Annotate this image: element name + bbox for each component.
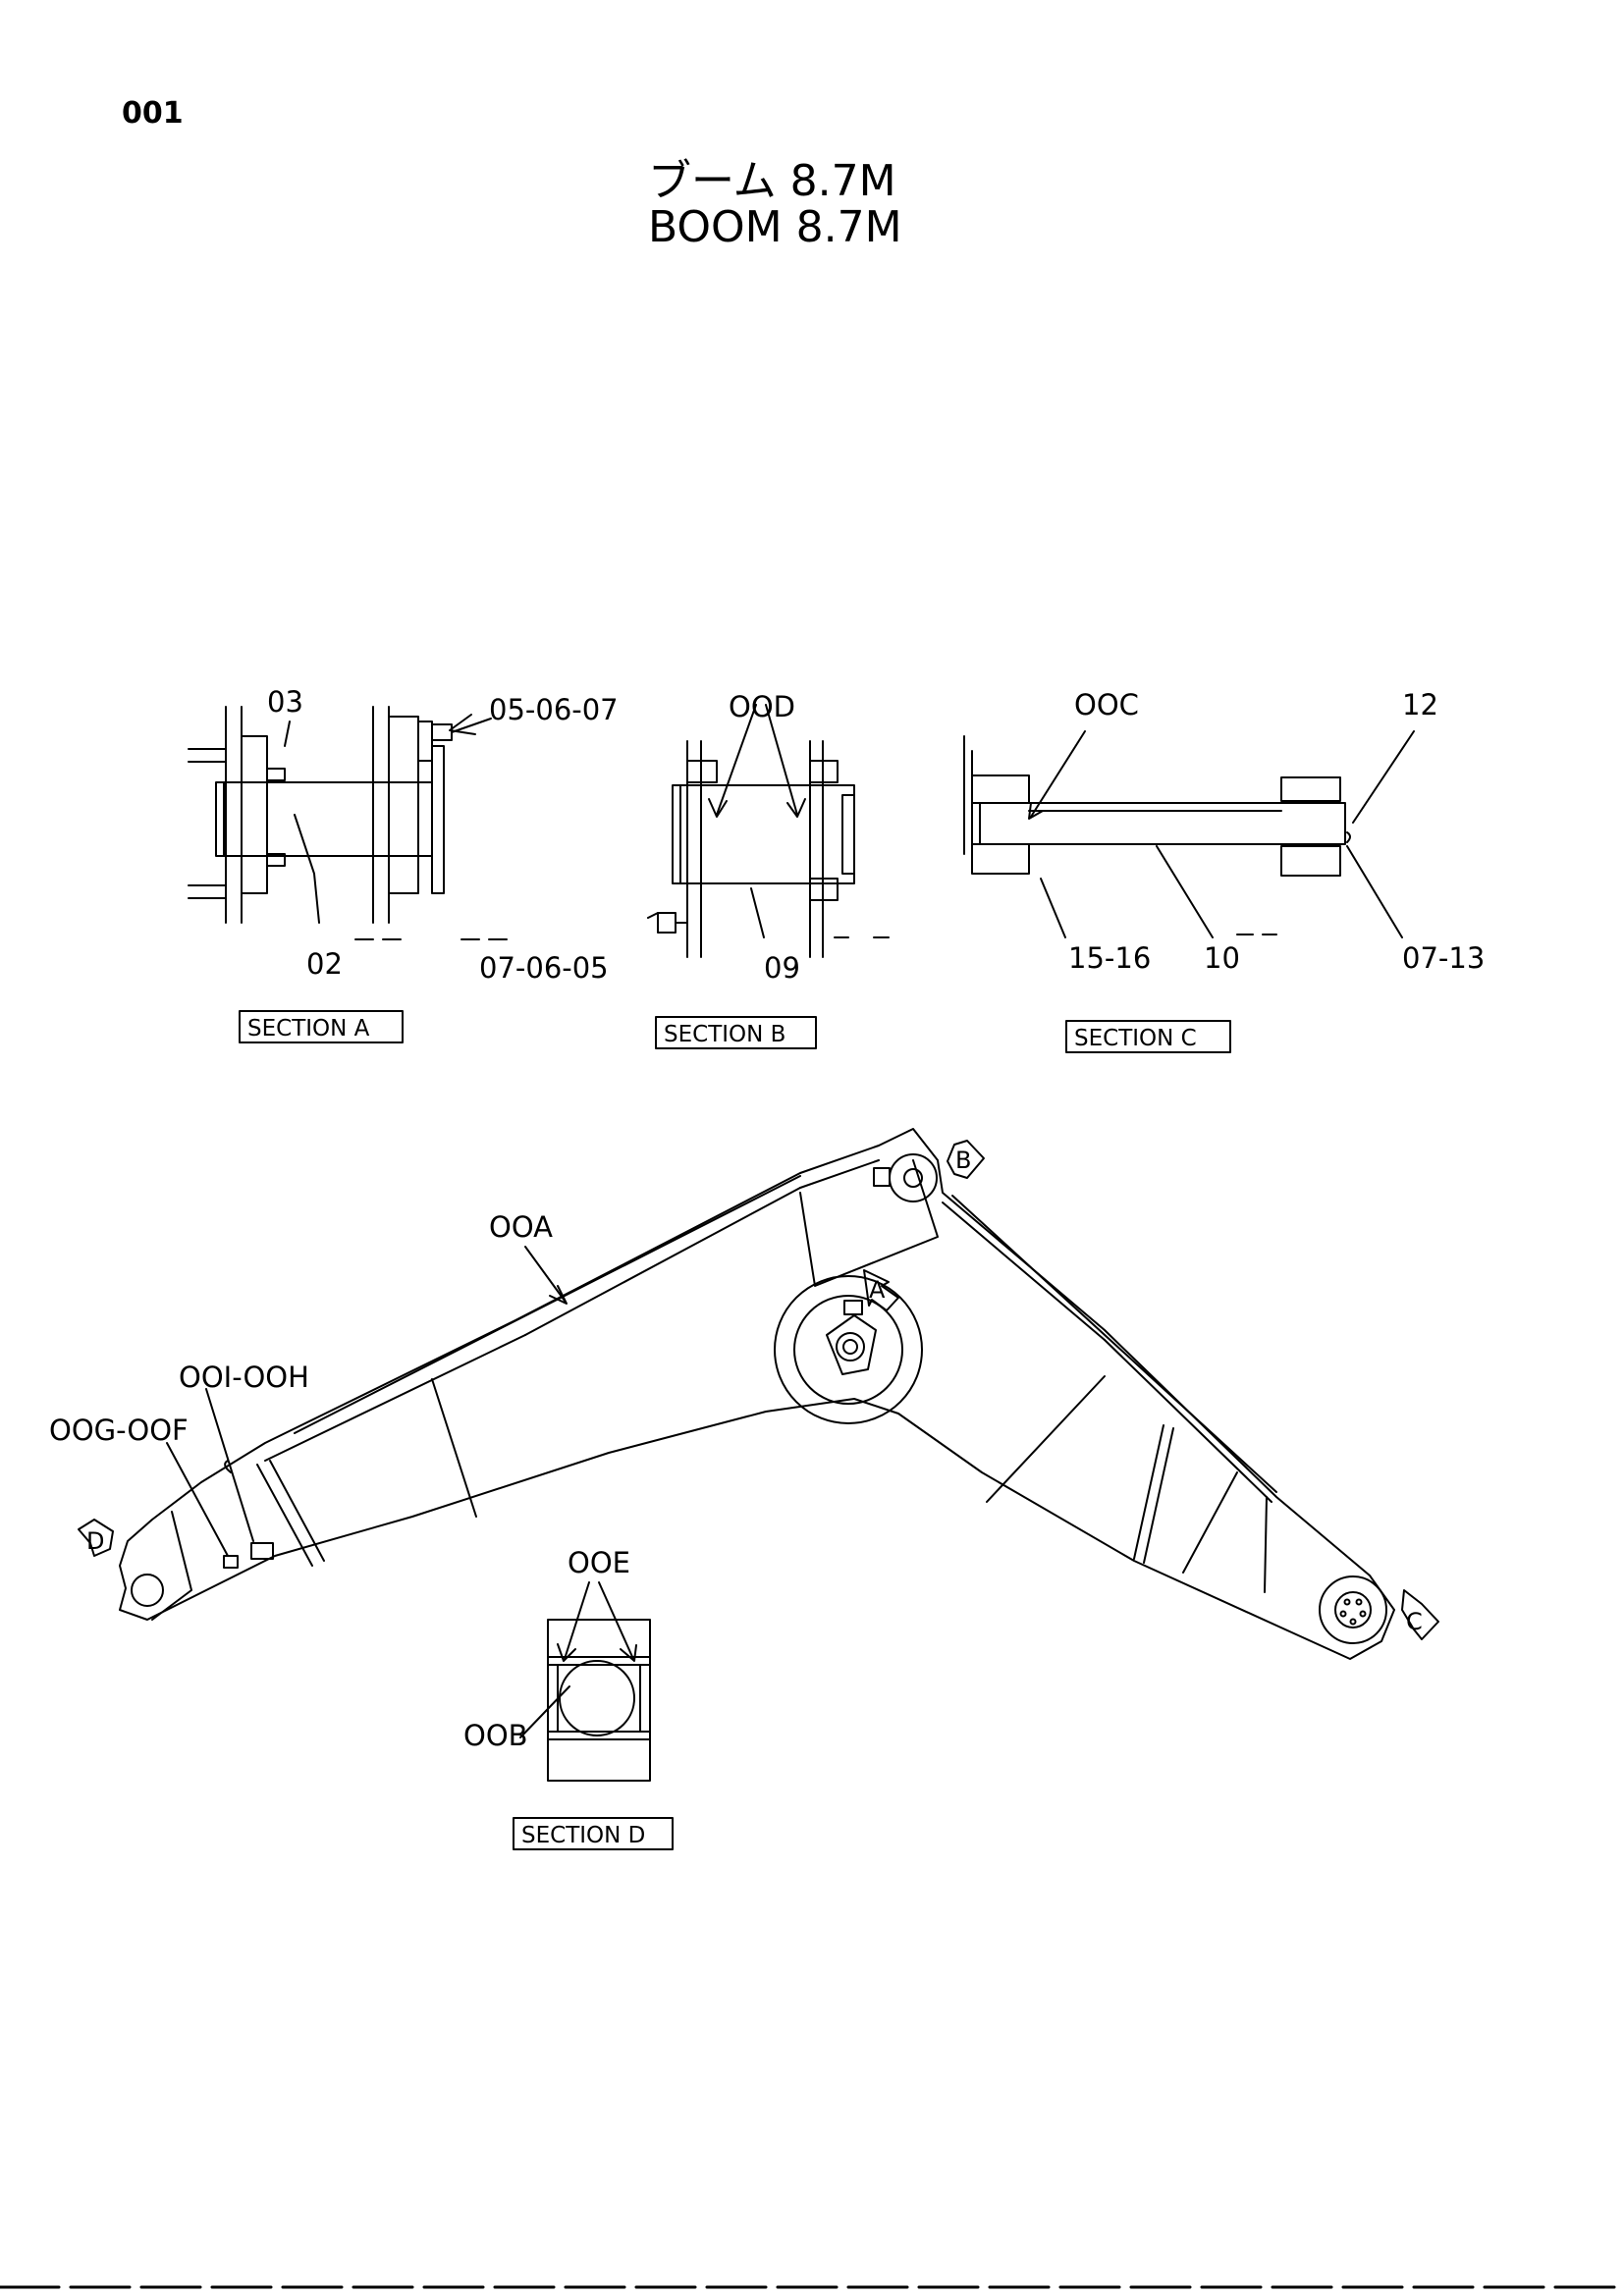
boom-assembly bbox=[119, 1128, 1395, 1660]
label-03: 03 bbox=[267, 685, 303, 719]
view-arrow-a bbox=[863, 1269, 899, 1311]
label-00b: OOB bbox=[463, 1719, 528, 1752]
label-07-13: 07-13 bbox=[1402, 941, 1485, 975]
label-10: 10 bbox=[1204, 941, 1240, 975]
view-arrow-c bbox=[1401, 1589, 1439, 1640]
label-05-06-07: 05-06-07 bbox=[489, 693, 619, 726]
label-02: 02 bbox=[306, 947, 343, 981]
section-a-caption: SECTION A bbox=[247, 1016, 370, 1041]
section-b-view bbox=[647, 704, 890, 1049]
view-arrow-c-letter: C bbox=[1406, 1608, 1423, 1635]
section-a-view bbox=[188, 706, 512, 1043]
label-09: 09 bbox=[764, 951, 800, 985]
section-b-caption: SECTION B bbox=[664, 1022, 785, 1047]
label-15-16: 15-16 bbox=[1068, 941, 1151, 975]
label-12: 12 bbox=[1402, 688, 1438, 721]
view-arrow-d bbox=[78, 1519, 114, 1557]
label-07-06-05: 07-06-05 bbox=[479, 951, 609, 985]
view-arrow-a-letter: A bbox=[869, 1276, 886, 1304]
view-arrow-d-letter: D bbox=[86, 1527, 104, 1555]
label-00c: OOC bbox=[1074, 688, 1139, 721]
label-00d: OOD bbox=[729, 690, 795, 723]
label-00i-00h: OOI-OOH bbox=[179, 1361, 309, 1394]
view-arrow-b-letter: B bbox=[955, 1147, 971, 1174]
section-c-caption: SECTION C bbox=[1074, 1026, 1197, 1051]
view-arrow-b bbox=[947, 1140, 985, 1179]
title-japanese: ブーム 8.7M bbox=[648, 156, 896, 206]
section-d-view bbox=[513, 1581, 674, 1850]
label-00e: OOE bbox=[568, 1546, 630, 1579]
label-00a: OOA bbox=[489, 1210, 553, 1244]
label-00g-00f: OOG-OOF bbox=[49, 1414, 189, 1447]
section-c-view bbox=[963, 730, 1415, 1053]
section-d-caption: SECTION D bbox=[521, 1823, 645, 1848]
page-number: 001 bbox=[122, 96, 184, 131]
title-english: BOOM 8.7M bbox=[648, 202, 902, 252]
